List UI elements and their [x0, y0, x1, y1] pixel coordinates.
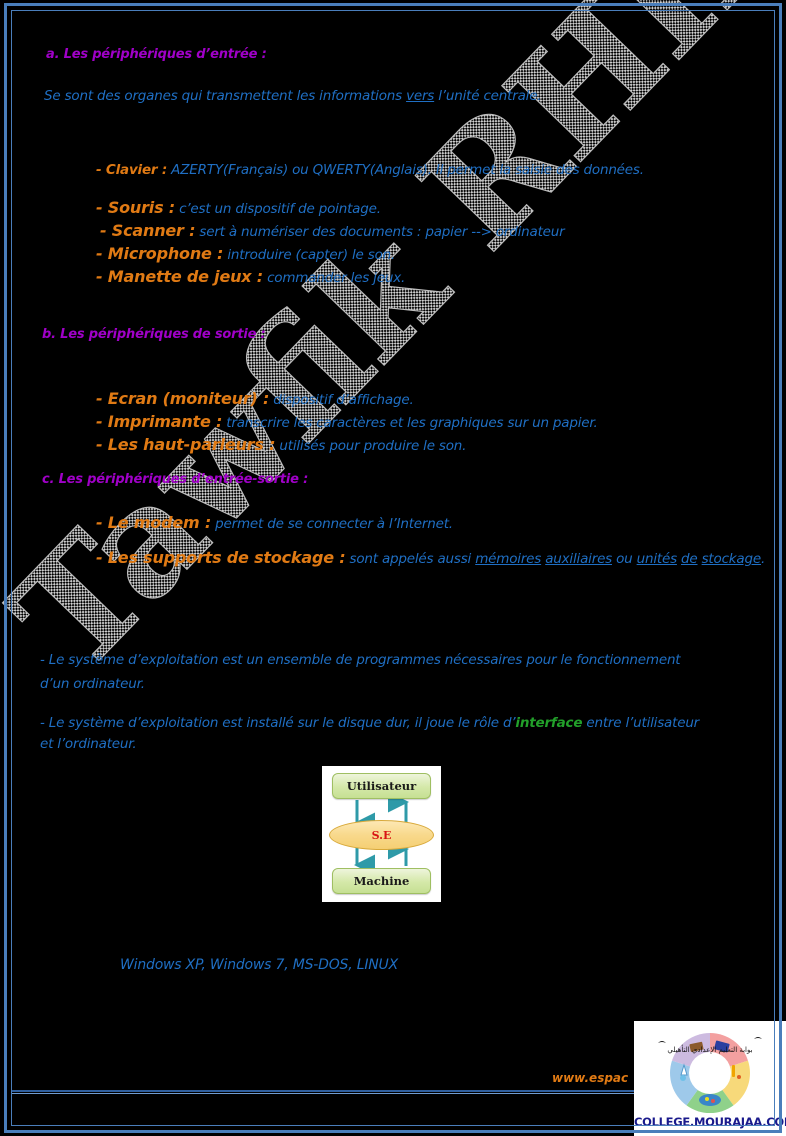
section-a-heading: a. Les périphériques d’entrée : [46, 47, 267, 62]
stockage-underline-unites: unités [636, 551, 677, 567]
desc-imprimante: transcrire les caractères et les graphiq… [222, 415, 598, 431]
list-item-scanner: - Scanner : sert à numériser des documen… [100, 221, 565, 240]
term-scanner: - Scanner : [100, 221, 196, 240]
logo-arabic-text: بوابة التعليم الإعدادي التأهيلي [667, 1046, 753, 1054]
desc-manette: commander les jeux. [262, 270, 406, 286]
footer-divider-line-1 [12, 1090, 774, 1092]
list-item-clavier: - Clavier : AZERTY(Français) ou QWERTY(A… [96, 159, 644, 178]
stockage-underline-memoires: mémoires [475, 551, 542, 567]
logo-donut-icon [658, 1033, 762, 1114]
paragraph-1-line-2: d’un ordinateur. [40, 676, 145, 692]
list-item-modem: - Le modem : permet de se connecter à l’… [96, 513, 453, 532]
section-a-intro: Se sont des organes qui transmettent les… [44, 85, 542, 104]
list-item-ecran: - Ecran (moniteur) : dispositif d’affich… [96, 389, 414, 408]
stockage-end: . [760, 551, 766, 567]
term-imprimante: - Imprimante : [96, 412, 223, 431]
footer-divider [12, 1090, 774, 1095]
desc-haut-parleurs: utilisés pour produire le son. [275, 438, 467, 454]
list-item-manette: - Manette de jeux : commander les jeux. [96, 267, 405, 286]
list-item-souris: - Souris : c’est un dispositif de pointa… [96, 198, 381, 217]
desc-souris: c’est un dispositif de pointage. [175, 201, 381, 217]
desc-microphone: introduire (capter) le son. [223, 247, 396, 263]
diagram-box-machine: Machine [332, 868, 431, 894]
paragraph-2-part-a: - Le système d’exploitation est installé… [40, 715, 516, 731]
term-clavier: - Clavier : [96, 162, 168, 178]
term-haut-parleurs: - Les haut-parleurs : [96, 435, 276, 454]
desc-scanner: sert à numériser des documents : papier … [195, 224, 565, 240]
desc-modem: permet de se connecter à l’Internet. [211, 516, 453, 532]
section-b-heading: b. Les périphériques de sortie : [42, 327, 266, 342]
paragraph-2-part-b: entre l’utilisateur [582, 715, 700, 731]
stockage-desc-1: sont appelés aussi [345, 551, 476, 567]
paragraph-2-line-1: - Le système d’exploitation est installé… [40, 712, 699, 731]
logo-caption: COLLEGE.MOURAJAA.COM [634, 1115, 786, 1129]
stockage-mid: ou [612, 551, 637, 567]
paragraph-2-line-2: et l’ordinateur. [40, 736, 137, 752]
site-logo[interactable]: بوابة التعليم الإعدادي التأهيلي COLLEGE.… [634, 1021, 786, 1136]
diagram-ellipse-se: S.E [329, 820, 434, 850]
section-c-heading: c. Les périphériques d’entrée-sortie : [42, 472, 309, 487]
intro-text-before: Se sont des organes qui transmettent les… [44, 88, 407, 104]
paragraph-1-line-1: - Le système d’exploitation est un ensem… [40, 652, 681, 668]
term-modem: - Le modem : [96, 513, 212, 532]
intro-text-underlined: vers [406, 88, 435, 104]
term-souris: - Souris : [96, 198, 175, 217]
desc-ecran: dispositif d’affichage. [269, 392, 414, 408]
examples-line: Windows XP, Windows 7, MS-DOS, LINUX [120, 957, 398, 973]
stockage-underline-de: de [681, 551, 698, 567]
stockage-underline-stockage: stockage [701, 551, 762, 567]
footer-divider-line-2 [12, 1093, 774, 1094]
paragraph-2-highlight-interface: interface [515, 715, 583, 731]
diagram-arrows [354, 791, 409, 876]
list-item-imprimante: - Imprimante : transcrire les caractères… [96, 412, 598, 431]
term-manette: - Manette de jeux : [96, 267, 263, 286]
term-ecran: - Ecran (moniteur) : [96, 389, 270, 408]
term-stockage: - Les supports de stockage : [96, 548, 346, 567]
os-interface-diagram: Utilisateur S.E Machine [322, 766, 441, 902]
stockage-underline-auxiliaires: auxiliaires [545, 551, 613, 567]
diagram-box-utilisateur: Utilisateur [332, 773, 431, 799]
list-item-stockage: - Les supports de stockage : sont appelé… [96, 548, 765, 567]
term-microphone: - Microphone : [96, 244, 224, 263]
list-item-haut-parleurs: - Les haut-parleurs : utilisés pour prod… [96, 435, 466, 454]
intro-text-after: l’unité centrale. [434, 88, 542, 104]
desc-clavier: AZERTY(Français) ou QWERTY(Anglais). Il … [167, 162, 644, 178]
footer-url[interactable]: www.espac [552, 1071, 629, 1085]
list-item-microphone: - Microphone : introduire (capter) le so… [96, 244, 395, 263]
